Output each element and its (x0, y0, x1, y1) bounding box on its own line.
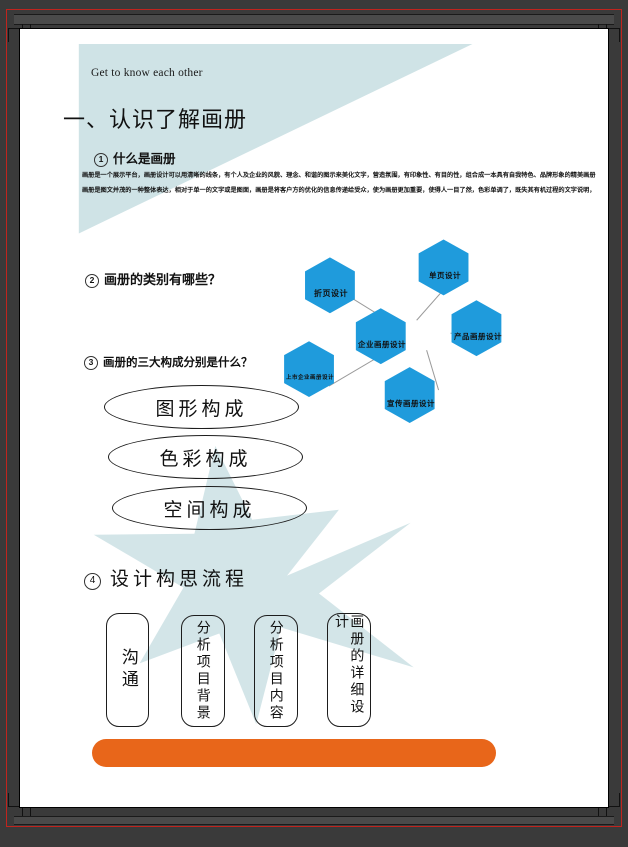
section-label-4: 设计构思流程 (110, 569, 249, 590)
flow-step-label-2: 分析项目背景 (195, 620, 212, 722)
hexagon-label-bottomleft-wrap[interactable]: 上市企业画册设计 (285, 356, 335, 398)
hexagon-label-right-wrap[interactable]: 产品画册设计 (453, 315, 503, 357)
hexagon-label-top: 单页设计 (429, 270, 461, 280)
page-title: 一、认识了解画册 (63, 107, 248, 132)
section-number-1: 1 (94, 153, 108, 167)
section-number-2: 2 (85, 274, 99, 288)
top-register-bar (14, 14, 614, 25)
section-number-3: 3 (84, 356, 98, 370)
tick-mark (606, 806, 607, 816)
paragraph-line-2: 画册是图文并茂的一种整体表达，相对于单一的文字或是图面，画册是将客户方的优化的信… (82, 186, 596, 194)
hexagon-label-center-wrap[interactable]: 企业画册设计 (357, 323, 407, 365)
hexagon-label-topleft: 折页设计 (314, 288, 348, 298)
flow-step-3[interactable]: 分析项目内容 (254, 615, 298, 727)
hexagon-label-topleft-wrap[interactable]: 折页设计 (306, 272, 407, 314)
hexagon-top (418, 239, 469, 296)
crop-mark-bottom-right (606, 793, 620, 807)
composition-ellipse-1[interactable]: 图形构成 (104, 385, 299, 429)
bottom-register-bar (14, 816, 614, 825)
composition-label-3: 空间构成 (163, 499, 256, 521)
hexagon-label-top-wrap[interactable]: 单页设计 (420, 254, 470, 296)
composition-label-1: 图形构成 (155, 398, 248, 420)
flow-step-4[interactable]: 画册的详细设计 (327, 613, 371, 727)
section-heading-2: 2 画册的类别有哪些？ (85, 269, 221, 288)
section-heading-1: 1 什么是画册 (94, 148, 176, 167)
section-heading-4: 4 设计构思流程 (84, 564, 248, 591)
flow-step-label-1: 沟通 (118, 648, 138, 692)
crop-mark-bottom-left (8, 793, 22, 807)
tick-mark (598, 806, 599, 816)
section-label-2: 画册的类别有哪些？ (104, 272, 222, 287)
composition-label-2: 色彩构成 (159, 448, 252, 470)
body-paragraph: 画册是一个展示平台，画册设计可以用清晰的线条，有个人及企业的风貌、理念、和谐的图… (82, 169, 596, 198)
hexagon-topleft (305, 257, 355, 314)
hexagon-label-bottom: 宣传画册设计 (387, 398, 435, 408)
hexagon-diagram (284, 239, 502, 423)
paragraph-line-1: 画册是一个展示平台，画册设计可以用清晰的线条，有个人及企业的风貌、理念、和谐的图… (82, 172, 596, 179)
document-page: Get to know each other 一、认识了解画册 1 什么是画册 画… (19, 28, 609, 808)
flow-step-2[interactable]: 分析项目背景 (181, 615, 225, 727)
hexagon-bottom (384, 367, 435, 423)
hexagon-label-bottomleft: 上市企业画册设计 (285, 375, 334, 381)
section-label-1: 什么是画册 (113, 152, 176, 166)
eyebrow-text: Get to know each other (91, 67, 203, 79)
crop-mark-top-left (8, 28, 22, 42)
hexagon-label-right: 产品画册设计 (454, 331, 502, 341)
composition-ellipse-2[interactable]: 色彩构成 (108, 435, 303, 479)
hexagon-label-center: 企业画册设计 (358, 339, 406, 349)
section-number-4: 4 (84, 573, 101, 590)
flow-step-label-4: 画册的详细设计 (334, 614, 366, 716)
footer-accent-bar (92, 739, 496, 767)
hexagon-bottomleft (284, 341, 334, 398)
flow-step-1[interactable]: 沟通 (106, 613, 149, 727)
flow-step-label-3: 分析项目内容 (268, 620, 285, 722)
hexagon-center (355, 308, 406, 365)
section-label-3: 画册的三大构成分别是什么？ (103, 357, 253, 369)
hexagon-label-bottom-wrap[interactable]: 宣传画册设计 (386, 382, 436, 424)
composition-ellipse-3[interactable]: 空间构成 (112, 486, 307, 530)
tick-mark (30, 806, 31, 816)
hexagon-right (451, 300, 502, 357)
tick-mark (22, 806, 23, 816)
crop-mark-top-right (606, 28, 620, 42)
section-heading-3: 3 画册的三大构成分别是什么？ (84, 354, 253, 370)
